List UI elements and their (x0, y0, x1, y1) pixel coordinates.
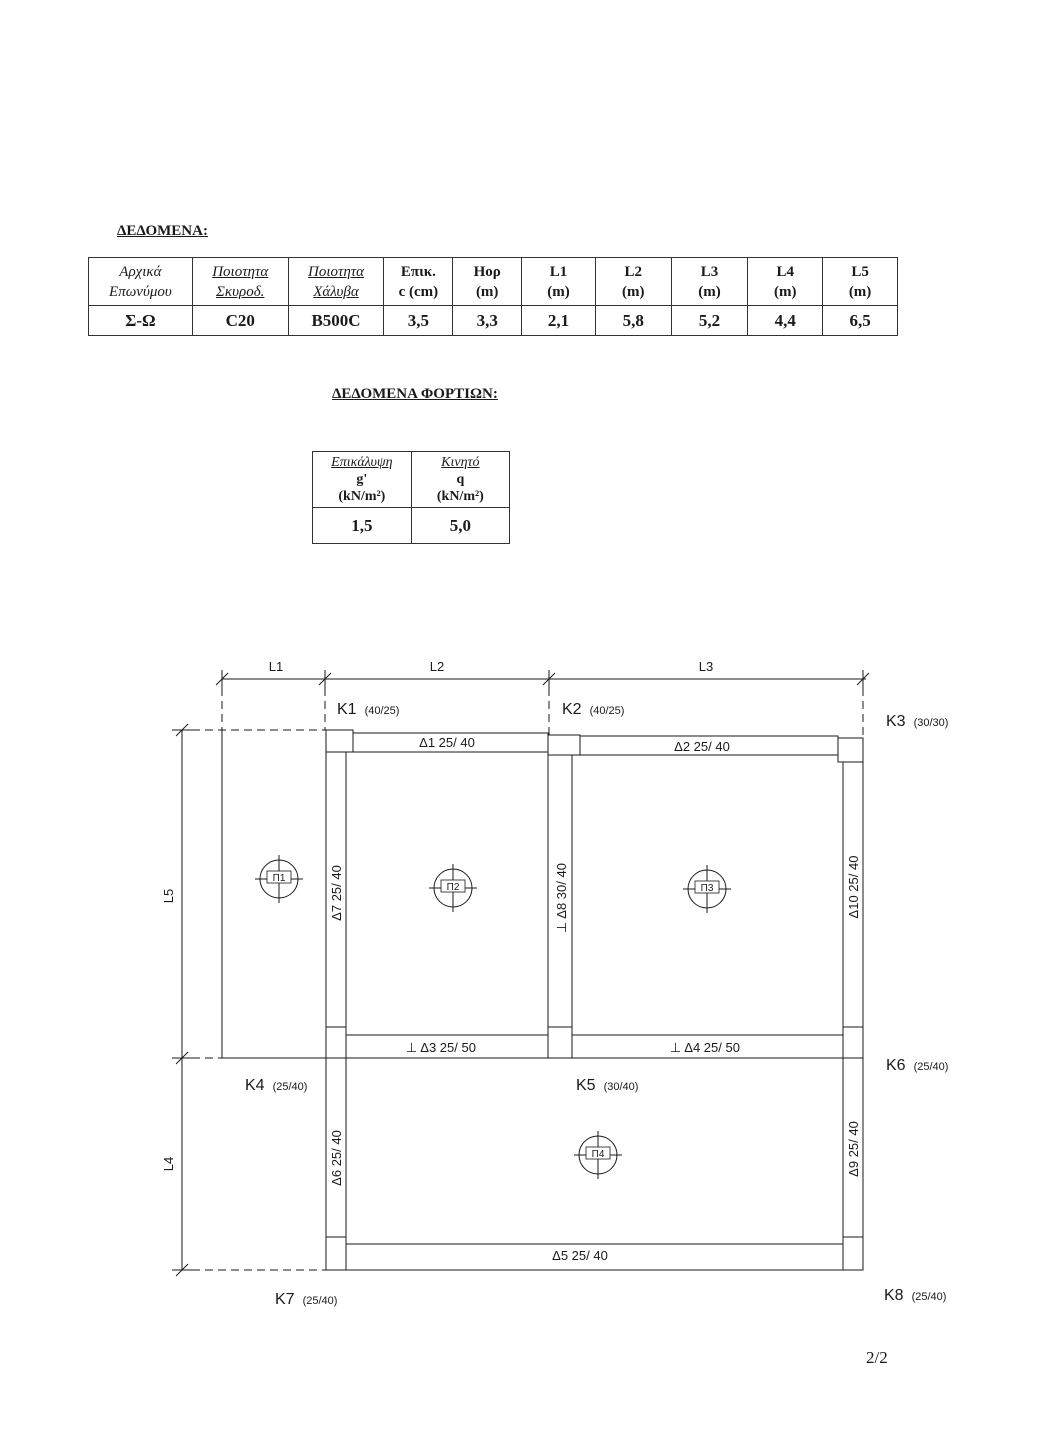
beam-label-d10: Δ10 25/ 40 (846, 856, 861, 919)
value-l1: 2,1 (521, 305, 596, 336)
slab-label-p3: Π3 (701, 883, 714, 894)
span-label-l2: L2 (430, 659, 444, 674)
span-label-l3: L3 (699, 659, 713, 674)
column-label-k6: K6(25/40) (886, 1057, 948, 1074)
value-l2: 5,8 (594, 305, 672, 336)
beam-label-d4: ⊥ Δ4 25/ 50 (670, 1040, 740, 1055)
beam-label-d6: Δ6 25/ 40 (329, 1130, 344, 1186)
header-l4: L4(m) (747, 257, 824, 306)
column-k7 (325, 1236, 347, 1271)
column-k5 (547, 1026, 573, 1059)
beam-d3 (345, 1034, 549, 1059)
beam-d4 (571, 1034, 844, 1059)
loads-value-live: 5,0 (410, 507, 511, 544)
span-label-l5: L5 (161, 889, 176, 903)
span-label-l4: L4 (161, 1157, 176, 1171)
value-cover: 3,5 (383, 305, 454, 336)
data-heading: ΔΕΔΟΜΕΝΑ: (117, 223, 208, 239)
main-table-value-row: Σ-Ω C20 B500C 3,5 3,3 2,1 5,8 5,2 4,4 6,… (88, 305, 898, 336)
beam-label-d3: ⊥ Δ3 25/ 50 (406, 1040, 476, 1055)
beam-label-d9: Δ9 25/ 40 (846, 1121, 861, 1177)
column-k3 (837, 737, 864, 763)
span-label-l1: L1 (269, 659, 283, 674)
value-l3: 5,2 (670, 305, 749, 336)
column-label-k7: K7(25/40) (275, 1291, 337, 1308)
column-label-k2: K2(40/25) (562, 701, 624, 718)
column-label-k8: K8(25/40) (884, 1287, 946, 1304)
column-label-k1: K1(40/25) (337, 701, 399, 718)
page-number: 2/2 (866, 1348, 888, 1367)
column-k4 (325, 1026, 347, 1059)
column-label-k4: K4(25/40) (245, 1077, 307, 1094)
value-concrete: C20 (191, 305, 289, 336)
beam-label-d8: ⊥ Δ8 30/ 40 (554, 863, 569, 933)
column-k8 (842, 1236, 864, 1271)
column-k1 (325, 729, 354, 753)
header-cover: Επικ.c (cm) (383, 257, 454, 306)
slab-label-p4: Π4 (592, 1149, 605, 1160)
header-l5: L5(m) (822, 257, 898, 306)
slab-label-p2: Π2 (447, 882, 460, 893)
loads-header-live: Κινητό q (kN/m²) (410, 451, 511, 508)
value-initials: Σ-Ω (88, 305, 193, 336)
beam-d5 (345, 1243, 844, 1271)
header-height: Hορ(m) (452, 257, 523, 306)
column-k6 (842, 1026, 864, 1059)
loads-heading: ΔΕΔΟΜΕΝΑ ΦΟΡΤΙΩΝ: (332, 386, 498, 402)
column-k2 (547, 734, 581, 756)
column-label-k5: K5(30/40) (576, 1077, 638, 1094)
loads-value-cover: 1,5 (312, 507, 412, 544)
value-l5: 6,5 (822, 305, 898, 336)
beam-label-d2: Δ2 25/ 40 (674, 739, 730, 754)
header-l2: L2(m) (594, 257, 672, 306)
slab-label-p1: Π1 (273, 873, 286, 884)
value-l4: 4,4 (747, 305, 824, 336)
value-steel: B500C (287, 305, 385, 336)
column-label-k3: K3(30/30) (886, 713, 948, 730)
beam-label-d7: Δ7 25/ 40 (329, 865, 344, 921)
beam-label-d1: Δ1 25/ 40 (419, 735, 475, 750)
loads-value-row: 1,5 5,0 (312, 507, 511, 544)
beam-label-d5: Δ5 25/ 40 (552, 1248, 608, 1263)
loads-table: Επικάλυψη g' (kN/m²) Κινητό q (kN/m²) 1,… (312, 451, 511, 544)
value-height: 3,3 (452, 305, 523, 336)
